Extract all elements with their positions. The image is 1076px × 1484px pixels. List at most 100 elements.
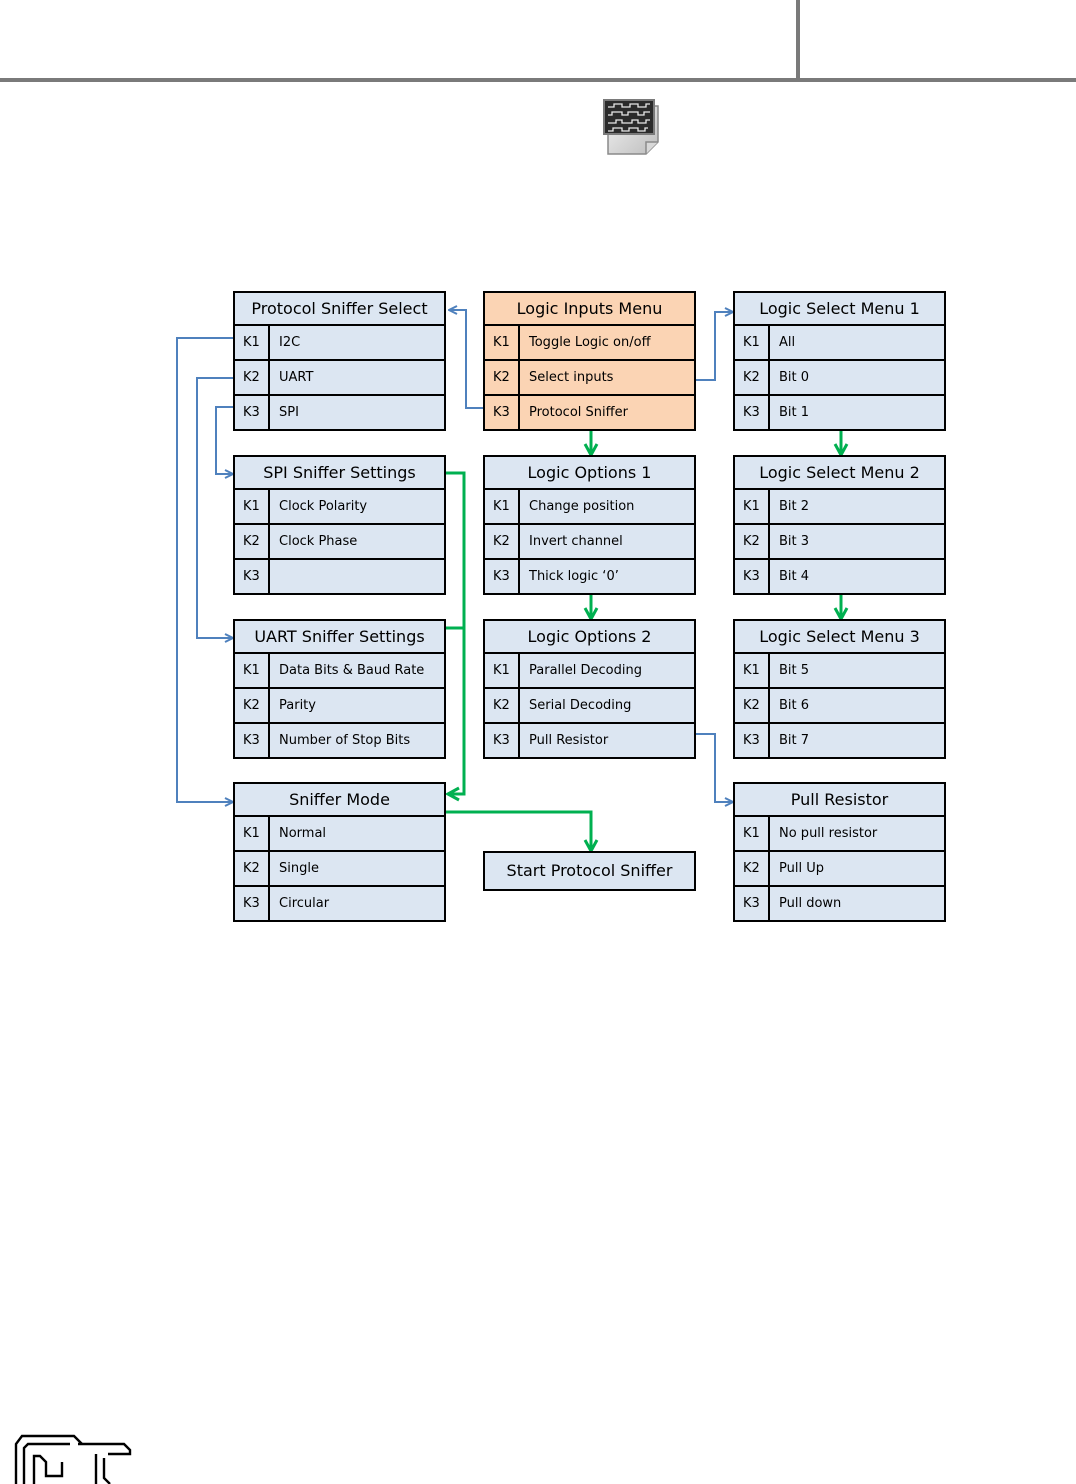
option-label: Serial Decoding: [529, 698, 632, 713]
option-label: Thick logic ‘0’: [529, 569, 619, 584]
option-label: UART: [279, 370, 314, 385]
arrow-settings-to-sniffer-mode: [446, 471, 466, 794]
key-label: K2: [485, 525, 520, 558]
key-label: K2: [235, 361, 270, 394]
arrow-pull-resistor-to-pull-menu: [696, 733, 733, 802]
option-label: Bit 0: [779, 370, 810, 385]
menu-row: K3 Pull down: [735, 887, 944, 920]
menu-title: Logic Select Menu 1: [735, 293, 944, 326]
menu-row: K3 Circular: [235, 887, 444, 920]
key-label: K2: [485, 361, 520, 394]
key-label: K1: [485, 654, 520, 687]
menu-row: K2 Bit 6: [735, 689, 944, 724]
menu-title: Logic Inputs Menu: [485, 293, 694, 326]
key-label: K1: [735, 654, 770, 687]
key-label: K3: [485, 724, 520, 757]
option-label: Bit 6: [779, 698, 810, 713]
key-label: K1: [485, 490, 520, 523]
option-label: Pull Resistor: [529, 733, 609, 748]
option-label: Bit 3: [779, 534, 810, 549]
menu-title: SPI Sniffer Settings: [235, 457, 444, 490]
option-label: Bit 2: [779, 499, 810, 514]
menu-row: K1 I2C: [235, 326, 444, 361]
menu-row: K1 Change position: [485, 490, 694, 525]
arrow-select-inputs-to-logic-select-1: [696, 312, 733, 381]
key-label: K3: [735, 887, 770, 920]
menu-row: K3 Bit 7: [735, 724, 944, 757]
key-label: K3: [235, 560, 270, 593]
option-label: Normal: [279, 826, 327, 841]
option-label: Change position: [529, 499, 635, 514]
key-label: K2: [735, 689, 770, 722]
key-label: K1: [235, 817, 270, 850]
key-label: K3: [735, 560, 770, 593]
key-label: K2: [735, 525, 770, 558]
option-label: Data Bits & Baud Rate: [279, 663, 425, 678]
menu-row: K2 Bit 0: [735, 361, 944, 396]
menu-title: Sniffer Mode: [235, 784, 444, 817]
option-label: SPI: [279, 405, 299, 420]
menu-row: K2 Select inputs: [485, 361, 694, 396]
option-label: Select inputs: [529, 370, 614, 385]
option-label: Bit 7: [779, 733, 810, 748]
menu-title: Logic Options 2: [485, 621, 694, 654]
menu-row: K1 Normal: [235, 817, 444, 852]
menu-title: Logic Select Menu 2: [735, 457, 944, 490]
key-label: K2: [235, 689, 270, 722]
key-label: K3: [735, 396, 770, 429]
option-label: I2C: [279, 335, 301, 350]
option-label: Circular: [279, 896, 330, 911]
option-label: Bit 5: [779, 663, 810, 678]
arrow-uart-to-uart-settings: [196, 377, 234, 638]
arrow-sniffer-mode-to-start: [446, 810, 591, 851]
gt-logo: [14, 1434, 132, 1484]
header-rule-right: [800, 78, 1076, 82]
menu-title: Logic Options 1: [485, 457, 694, 490]
key-label: K2: [235, 852, 270, 885]
option-label: Number of Stop Bits: [279, 733, 411, 748]
option-label: Pull down: [779, 896, 842, 911]
menu-row: K3 SPI: [235, 396, 444, 429]
key-label: K2: [235, 525, 270, 558]
menu-row: K3 Protocol Sniffer: [485, 396, 694, 429]
key-label: K3: [735, 724, 770, 757]
key-label: K3: [485, 396, 520, 429]
key-label: K1: [235, 326, 270, 359]
key-label: K2: [735, 361, 770, 394]
arrow-protocol-sniffer-to-select: [449, 310, 484, 409]
key-label: K1: [735, 817, 770, 850]
option-label: Bit 4: [779, 569, 810, 584]
menu-row: K2 UART: [235, 361, 444, 396]
key-label: K3: [235, 887, 270, 920]
key-label: K1: [235, 654, 270, 687]
option-label: [270, 560, 444, 593]
option-label: Parity: [279, 698, 316, 713]
logic-analyzer-icon: [603, 99, 659, 155]
start-protocol-sniffer-box: Start Protocol Sniffer: [483, 851, 696, 891]
option-label: Toggle Logic on/off: [529, 335, 651, 350]
key-label: K3: [235, 396, 270, 429]
key-label: K1: [235, 490, 270, 523]
menu-row: K2 Parity: [235, 689, 444, 724]
menu-title: Protocol Sniffer Select: [235, 293, 444, 326]
option-label: Protocol Sniffer: [529, 405, 628, 420]
option-label: Pull Up: [779, 861, 824, 876]
arrow-spi-to-spi-settings: [215, 406, 234, 474]
